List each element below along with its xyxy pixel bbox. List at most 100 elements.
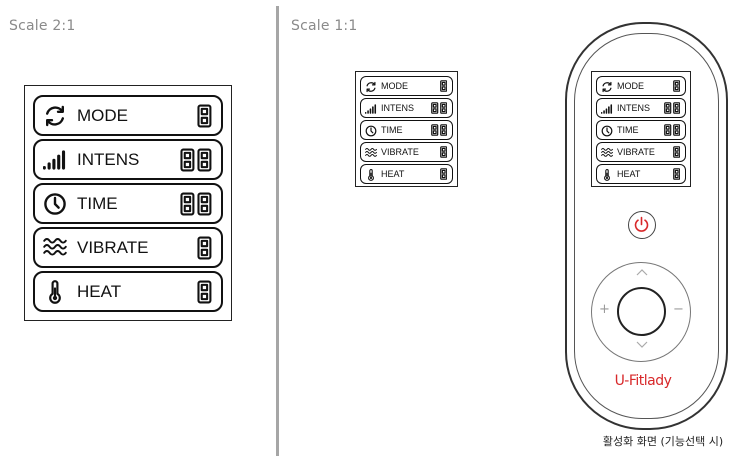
digit-8-icon [439, 168, 447, 180]
clock-icon [601, 125, 613, 137]
digit-8-icon [431, 102, 439, 114]
refresh-icon [366, 81, 376, 93]
lcd-digits [439, 146, 447, 158]
power-button[interactable] [628, 211, 656, 239]
thermometer-icon-wrap [43, 279, 67, 304]
minus-button[interactable]: − [673, 302, 684, 317]
lcd-row-vibrate: VIBRATE [360, 142, 453, 162]
lcd-label: HEAT [381, 169, 405, 179]
lcd-digits [431, 102, 447, 114]
lcd-label: TIME [381, 125, 403, 135]
down-arrow-button[interactable] [636, 341, 648, 349]
lcd-row-mode: MODE [596, 76, 686, 96]
lcd-row-time: TIME [360, 120, 453, 140]
center-button[interactable] [617, 287, 666, 336]
lcd-label: INTENS [77, 149, 140, 169]
refresh-icon-wrap [365, 80, 377, 93]
lcd-label: HEAT [617, 169, 641, 179]
lcd-row-vibrate: VIBRATE [596, 142, 686, 162]
lcd-digits [197, 280, 212, 304]
digit-8-icon [664, 102, 672, 114]
lcd-digits [672, 146, 680, 158]
digit-8-icon [197, 104, 212, 127]
digit-8-icon [180, 148, 195, 171]
digit-8-icon [672, 168, 680, 180]
thermometer-icon-wrap [365, 168, 377, 181]
lcd-digits [664, 124, 680, 136]
lcd-label: MODE [77, 105, 128, 125]
thermometer-icon [604, 169, 610, 181]
lcd-row-intens: INTENS [596, 98, 686, 118]
lcd-panel-large: MODE INTENS TIME VIBRATE HEAT [24, 85, 232, 321]
thermometer-icon [49, 279, 61, 304]
lcd-label: TIME [617, 125, 639, 135]
lcd-panel-small: MODE INTENS TIME VIBRATE HEAT [355, 71, 458, 187]
wave-icon [601, 148, 613, 157]
digit-8-icon [439, 146, 447, 158]
lcd-label: HEAT [77, 281, 122, 301]
lcd-row-heat: HEAT [596, 164, 686, 184]
scale-label-large: Scale 2:1 [9, 18, 76, 34]
refresh-icon-wrap [601, 80, 613, 93]
clock-icon [44, 192, 66, 215]
lcd-label: TIME [77, 193, 118, 213]
lcd-row-heat: HEAT [360, 164, 453, 184]
signal-bars-icon-wrap [364, 102, 377, 114]
lcd-row-intens: INTENS [360, 98, 453, 118]
clock-icon-wrap [43, 192, 67, 216]
digit-8-icon [197, 148, 212, 171]
digit-8-icon [672, 124, 680, 136]
digit-8-icon [180, 192, 195, 215]
lcd-label: VIBRATE [77, 237, 149, 257]
signal-bars-icon [364, 104, 377, 114]
digit-8-icon [664, 124, 672, 136]
lcd-digits [197, 104, 212, 128]
digit-8-icon [439, 80, 447, 92]
signal-bars-icon [42, 149, 66, 170]
digit-8-icon [197, 236, 212, 259]
lcd-row-time: TIME [596, 120, 686, 140]
lcd-row-time: TIME [33, 183, 223, 224]
lcd-label: MODE [617, 81, 644, 91]
lcd-row-mode: MODE [33, 95, 223, 136]
refresh-icon [602, 81, 612, 93]
thermometer-icon-wrap [601, 168, 613, 181]
lcd-digits [197, 236, 212, 260]
lcd-label: INTENS [617, 103, 651, 113]
divider [276, 6, 279, 456]
lcd-label: INTENS [381, 103, 415, 113]
remote-inner-bezel [574, 33, 719, 419]
lcd-row-intens: INTENS [33, 139, 223, 180]
lcd-digits [664, 102, 680, 114]
refresh-icon-wrap [43, 104, 67, 128]
plus-button[interactable]: + [599, 302, 610, 317]
wave-icon [43, 237, 67, 256]
lcd-label: VIBRATE [381, 147, 419, 157]
digit-8-icon [431, 124, 439, 136]
directional-pad [591, 262, 691, 362]
lcd-digits [439, 168, 447, 180]
lcd-row-mode: MODE [360, 76, 453, 96]
lcd-digits [672, 80, 680, 92]
signal-bars-icon-wrap [600, 102, 613, 114]
clock-icon [365, 125, 377, 137]
up-arrow-button[interactable] [636, 268, 648, 276]
lcd-digits [439, 80, 447, 92]
brand-logo: U-Fitlady [614, 373, 672, 389]
lcd-label: MODE [381, 81, 408, 91]
lcd-label: VIBRATE [617, 147, 655, 157]
digit-8-icon [439, 102, 447, 114]
wave-icon [365, 148, 377, 157]
clock-icon-wrap [365, 124, 377, 137]
wave-icon-wrap [365, 146, 377, 158]
digit-8-icon [197, 192, 212, 215]
lcd-digits [431, 124, 447, 136]
wave-icon-wrap [601, 146, 613, 158]
caption: 활성화 화면 (기능선택 시) [602, 435, 724, 448]
signal-bars-icon [600, 104, 613, 114]
lcd-row-vibrate: VIBRATE [33, 227, 223, 268]
digit-8-icon [672, 102, 680, 114]
digit-8-icon [672, 146, 680, 158]
lcd-digits [180, 192, 212, 216]
lcd-row-heat: HEAT [33, 271, 223, 312]
